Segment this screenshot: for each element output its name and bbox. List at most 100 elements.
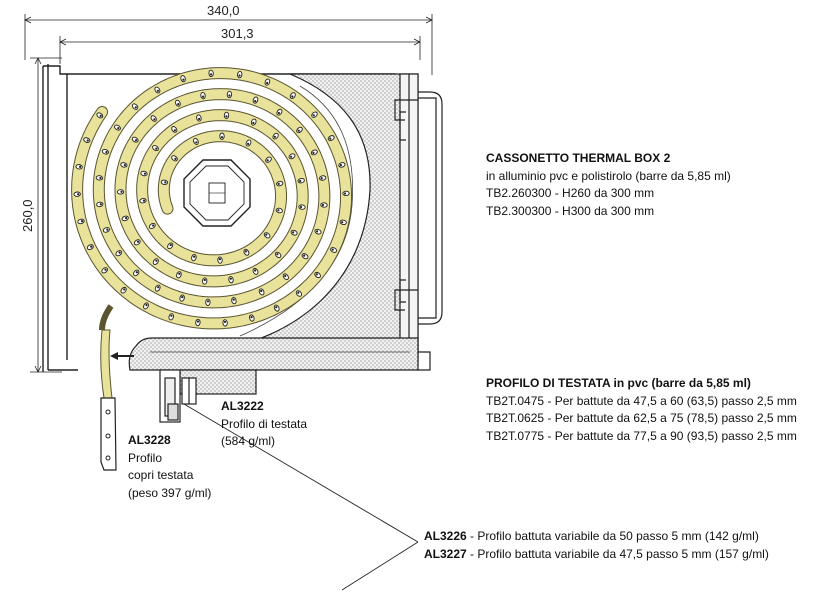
slat-joint-dot	[182, 78, 185, 81]
outer-width-label: 340,0	[207, 3, 240, 18]
slat-joint-dot	[99, 203, 102, 206]
al3228-code: AL3228	[128, 433, 171, 447]
profilo-testata-code-2: TB2T.0625 - Per battute da 62,5 a 75 (78…	[486, 411, 797, 425]
slat-joint-dot	[331, 248, 334, 251]
slat-joint-dot	[229, 277, 232, 280]
slat-joint-dot	[142, 199, 146, 202]
battuta-row-1: AL3226 - Profilo battuta variabile da 50…	[424, 528, 769, 546]
slat-joint-dot	[206, 300, 210, 303]
slat-joint-dot	[174, 157, 177, 160]
slat-joint-dot	[299, 179, 302, 183]
slat-joint-dot	[117, 127, 120, 130]
slat-joint-dot	[218, 258, 221, 261]
slat-joint-dot	[250, 316, 253, 319]
slat-joint-dot	[125, 216, 128, 220]
slat-joint-dot	[297, 291, 300, 294]
slat-joint-dot	[195, 141, 198, 144]
slat-joint-dot	[123, 288, 126, 291]
slat-joint-dot	[80, 220, 84, 223]
slat-joint-dot	[104, 268, 107, 271]
slat-joint-dot	[155, 259, 158, 262]
slat-joint-dot	[137, 240, 140, 243]
slat-joint-dot	[232, 298, 235, 301]
al3228-line-2: copri testata	[128, 468, 194, 482]
al3222-line-2: (584 g/ml)	[221, 434, 276, 448]
slat-joint-dot	[292, 231, 295, 234]
slat-joint-dot	[225, 115, 228, 118]
profilo-testata-code-3: TB2T.0775 - Per battute da 77,5 a 90 (93…	[486, 428, 797, 443]
slat-joint-dot	[276, 253, 279, 256]
slat-joint-dot	[316, 230, 319, 233]
profilo-testata-block: PROFILO DI TESTATA in pvc (barre da 5,85…	[486, 375, 797, 445]
slat-joint-dot	[312, 114, 315, 117]
leader-line-battute	[183, 403, 419, 543]
slat-joint-dot	[254, 100, 257, 103]
inner-width-label: 301,3	[221, 26, 254, 41]
slat-joint-dot	[105, 151, 108, 154]
slat-joint-dot	[156, 89, 159, 92]
slat-joint-dot	[155, 147, 158, 150]
slat-joint-dot	[265, 233, 268, 236]
slat-joint-dot	[228, 94, 231, 97]
slat-joint-dot	[99, 114, 102, 117]
slat-joint-dot	[277, 111, 280, 115]
slat-joint-dot	[120, 190, 123, 193]
al3222-line-1: Profilo di testata	[221, 416, 308, 431]
slat-joint-dot	[252, 121, 255, 125]
slat-joint-dot	[244, 250, 247, 253]
slat-joint-dot	[312, 151, 315, 154]
slat-joint-dot	[157, 286, 160, 289]
slat-joint-dot	[238, 74, 241, 77]
battute-block: AL3226 - Profilo battuta variabile da 50…	[424, 528, 769, 563]
slat-joint-dot	[297, 129, 300, 132]
cassonetto-title: CASSONETTO THERMAL BOX 2	[486, 151, 671, 165]
right-frame	[394, 73, 443, 365]
slat-joint-dot	[164, 181, 167, 184]
slat-joint-dot	[223, 320, 227, 323]
slat-joint-dot	[273, 135, 276, 138]
slat-joint-dot	[118, 251, 121, 254]
cassonetto-block: CASSONETTO THERMAL BOX 2 in alluminio pv…	[486, 150, 731, 220]
slat-joint-dot	[193, 255, 196, 258]
slat-joint-dot	[203, 278, 206, 282]
slat-joint-dot	[177, 103, 180, 106]
slat-band-fill	[72, 68, 351, 329]
al3228-profile-shape	[99, 304, 117, 471]
slat-joint-dot	[202, 95, 205, 98]
battuta-text-1: - Profilo battuta variabile da 50 passo …	[466, 529, 759, 543]
slat-joint-dot	[303, 254, 306, 257]
slat-joint-dot	[254, 269, 257, 272]
slat-joint-dot	[152, 224, 155, 227]
slat-joint-dot	[339, 164, 342, 167]
slat-joint-dot	[77, 193, 80, 196]
slat-joint-dot	[321, 203, 325, 207]
al3222-block: AL3222 Profilo di testata (584 g/ml)	[221, 398, 307, 451]
profilo-testata-code-1: TB2T.0475 - Per battute da 47,5 a 60 (63…	[486, 393, 797, 408]
slat-joint-dot	[86, 139, 89, 142]
slat-joint-dot	[181, 296, 184, 299]
al3228-block: AL3228 Profilo copri testata (peso 397 g…	[128, 432, 211, 502]
slat-joint-dot	[329, 137, 332, 140]
slat-joint-dot	[315, 273, 318, 276]
slat-joint-dot	[173, 129, 176, 132]
slat-joint-dot	[247, 142, 250, 145]
battuta-code-1: AL3226	[424, 529, 467, 543]
al3228-line-3: (peso 397 g/ml)	[128, 485, 212, 500]
octagonal-axle	[183, 159, 251, 227]
leader-line-battute-2	[341, 541, 419, 591]
slat-joint-dot	[284, 274, 287, 278]
slat-joint-dot	[266, 81, 269, 85]
slat-joint-dot	[106, 228, 109, 231]
dimension-lines	[24, 14, 433, 373]
slat-joint-dot	[210, 73, 213, 76]
slat-joint-dot	[79, 165, 82, 168]
al3222-code: AL3222	[221, 399, 264, 413]
slat-joint-dot	[178, 272, 181, 275]
slat-joint-dot	[153, 118, 156, 121]
battuta-code-2: AL3227	[424, 546, 467, 561]
slat-joint-dot	[170, 314, 173, 317]
slat-joint-dot	[135, 139, 138, 142]
slat-joint-dot	[99, 176, 102, 180]
slat-joint-dot	[145, 303, 148, 307]
